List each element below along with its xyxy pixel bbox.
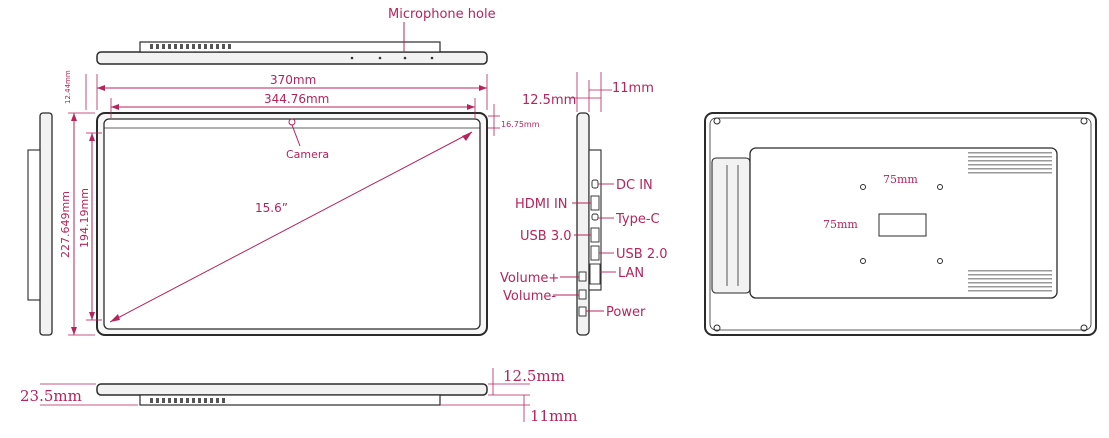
left-side-body (39, 112, 53, 336)
dim-12-44-label: 12.44mm (64, 70, 72, 104)
hdmi-port (590, 195, 600, 211)
dim-370-label: 370mm (270, 73, 316, 87)
bottom-view: 23.5mm 12.5mm 11mm (20, 367, 578, 425)
side-11-label: 11mm (612, 81, 654, 96)
diagonal-label: 15.6” (255, 201, 288, 215)
bottom-11-label: 11mm (530, 407, 578, 425)
dim-194-label: 194.19mm (78, 188, 91, 248)
top-view-vents (150, 44, 231, 49)
microphone-label: Microphone hole (388, 7, 496, 22)
mic-hole-2 (378, 56, 382, 60)
lan-port (589, 263, 601, 285)
volume-up-label: Volume+ (500, 271, 559, 286)
mic-hole-1 (350, 56, 354, 60)
camera-leader (291, 124, 301, 147)
type-c-port (591, 213, 599, 221)
bottom-body (96, 383, 488, 396)
usb3-port (590, 227, 600, 243)
vesa-hole-br (937, 258, 943, 264)
back-screw-tl (713, 117, 721, 125)
dc-in-port (591, 179, 599, 189)
camera-label: Camera (286, 148, 329, 161)
back-inner-border (709, 117, 1092, 331)
side-view: 12.5mm 11mm DC IN HDMI IN Type-C USB 3.0… (500, 72, 668, 336)
left-side-back (27, 149, 41, 301)
lan-label: LAN (618, 266, 644, 281)
vent-grid-top (968, 152, 1052, 174)
dim-194-arrow-t (89, 133, 95, 141)
vent-grid-bottom (968, 270, 1052, 292)
mic-hole-4 (430, 56, 434, 60)
back-view: 75mm 75mm (704, 112, 1097, 336)
vesa-v-label: 75mm (823, 218, 858, 231)
dim-16-75-label: 16.75mm (501, 120, 540, 129)
usb2-port (590, 245, 600, 261)
volume-down-button (578, 289, 587, 300)
diagonal-arrow-end (462, 132, 472, 141)
back-screw-br (1080, 324, 1088, 332)
power-button (578, 306, 587, 317)
side-12-5-label: 12.5mm (522, 93, 576, 108)
dim-344-label: 344.76mm (264, 92, 329, 106)
bottom-vents (150, 398, 225, 403)
usb2-label: USB 2.0 (616, 247, 668, 262)
bottom-12-5-label: 12.5mm (503, 367, 565, 385)
volume-down-label: Volume- (503, 289, 556, 304)
dim-344-arrow-r (467, 104, 475, 110)
dim-227-arrow-t (71, 113, 77, 121)
mic-hole-3 (403, 56, 407, 60)
usb3-label: USB 3.0 (520, 229, 572, 244)
vesa-hole-tr (937, 184, 943, 190)
top-view-stand (139, 41, 441, 53)
left-side-view (27, 112, 53, 336)
back-screw-bl (713, 324, 721, 332)
type-c-label: Type-C (615, 212, 660, 227)
vesa-h-label: 75mm (883, 173, 918, 186)
dim-227-arrow-b (71, 327, 77, 335)
power-label: Power (606, 305, 646, 320)
bottom-23-5-label: 23.5mm (20, 387, 82, 405)
dc-in-label: DC IN (616, 178, 653, 193)
volume-up-button (578, 271, 587, 282)
diagonal-line (109, 131, 473, 323)
back-stand (711, 157, 751, 294)
top-view-body (96, 51, 488, 65)
bottom-stand (139, 394, 441, 406)
hdmi-label: HDMI IN (515, 197, 568, 212)
diagonal-arrow-start (110, 314, 120, 322)
dim-194-arrow-b (89, 312, 95, 320)
back-label-plate (878, 213, 927, 237)
front-view: Camera 15.6” 370mm 344.76mm 12.44mm 16.7… (59, 70, 540, 336)
vesa-hole-tl (860, 184, 866, 190)
top-view: Microphone hole (96, 7, 496, 65)
dim-370-arrow-l (97, 85, 105, 91)
side-body (576, 112, 590, 336)
dim-344-arrow-l (111, 104, 119, 110)
vesa-hole-bl (860, 258, 866, 264)
back-screw-tr (1080, 117, 1088, 125)
dim-370-arrow-r (479, 85, 487, 91)
dim-227-label: 227.649mm (59, 191, 72, 258)
